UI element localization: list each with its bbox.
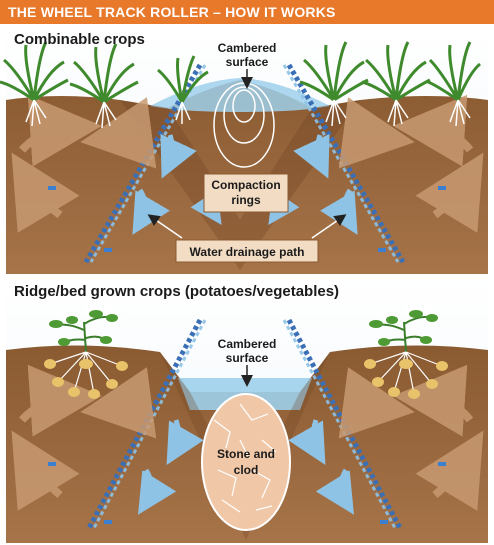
section-title-ridge: Ridge/bed grown crops (potatoes/vegetabl…	[14, 283, 339, 300]
bottom-flow-arrow	[393, 364, 474, 437]
bottom-water-drop	[48, 462, 56, 466]
cambered-label-line1: Cambered	[218, 41, 277, 55]
banner-title: THE WHEEL TRACK ROLLER – HOW IT WORKS	[8, 4, 336, 20]
wheat-plant-icon	[299, 41, 369, 127]
bottom-water-arrow	[288, 419, 326, 466]
wheat-plant-icon	[0, 41, 69, 127]
wheat-plant-icon	[361, 41, 431, 127]
wheat-plant-icon	[157, 55, 209, 124]
bottom-water-drop	[380, 520, 388, 524]
combinable-crops-panel: Combinable crops Cambered surface Compac…	[0, 26, 488, 274]
compaction-label-box	[203, 173, 289, 213]
top-flow-arrow	[80, 97, 157, 169]
wheat-plant-icon	[427, 41, 481, 127]
wheat-plant-icon	[69, 43, 139, 129]
compaction-label-line2: rings	[231, 193, 261, 207]
bottom-flow-arrow	[19, 364, 102, 437]
stone-label-line1: Stone and	[217, 447, 275, 461]
cambered-label-line2-bottom: surface	[226, 351, 269, 365]
top-water-drop	[438, 186, 446, 190]
top-flow-arrow	[393, 94, 474, 167]
bottom-flow-arrow	[415, 430, 484, 511]
top-surface-water	[150, 78, 330, 112]
bottom-water-drop	[438, 462, 446, 466]
drainage-pointer-left	[147, 214, 183, 239]
compaction-label-line1: Compaction	[211, 178, 280, 192]
bottom-flow-arrow	[11, 430, 80, 511]
stone-label-line2: clod	[234, 463, 259, 477]
top-water-drop	[48, 186, 56, 190]
bottom-water-arrow	[138, 468, 177, 515]
cambered-label-line2: surface	[226, 55, 269, 69]
bottom-water-arrow	[315, 468, 354, 515]
top-water-drop	[378, 248, 386, 252]
stone-clod	[201, 393, 291, 531]
potato-plant-icon	[44, 304, 128, 399]
top-water-drop	[104, 248, 112, 252]
top-flow-arrow	[415, 152, 484, 233]
top-water-arrow	[160, 133, 197, 179]
drainage-label: Water drainage path	[190, 245, 305, 259]
ridge-crops-panel: Ridge/bed grown crops (potatoes/vegetabl…	[6, 278, 488, 543]
bottom-flow-arrow	[338, 367, 415, 439]
top-water-arrow	[132, 188, 170, 235]
cambered-label-line1-bottom: Cambered	[218, 337, 277, 351]
section-title-combinable: Combinable crops	[14, 31, 145, 48]
bottom-water-arrow	[166, 419, 204, 466]
top-flow-arrow	[338, 97, 415, 169]
title-banner: THE WHEEL TRACK ROLLER – HOW IT WORKS	[0, 0, 494, 24]
top-flow-arrow	[11, 152, 80, 233]
top-water-arrow	[320, 188, 358, 235]
bottom-water-drop	[104, 520, 112, 524]
bottom-flow-arrow	[80, 367, 157, 439]
drainage-label-box	[175, 239, 319, 263]
top-water-arrow	[293, 133, 330, 179]
drainage-pointer-right	[311, 214, 347, 239]
top-flow-arrow	[19, 94, 102, 167]
potato-plant-icon	[364, 304, 448, 399]
